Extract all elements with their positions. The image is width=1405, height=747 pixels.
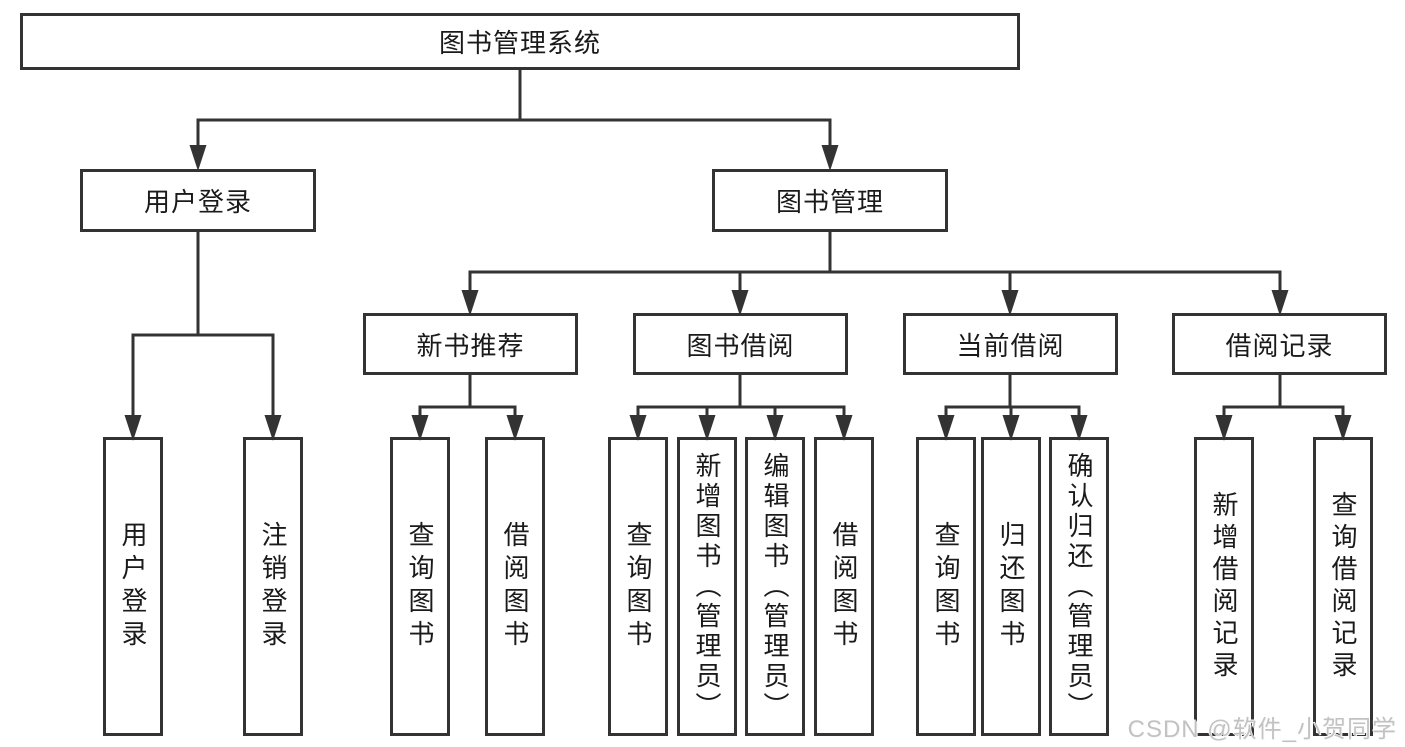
node-label: 编辑图书（管理员） xyxy=(760,451,790,722)
leaf-borrowing-query-books: 查询图书 xyxy=(608,437,668,736)
node-label: 用户登录 xyxy=(143,187,252,217)
node-label: 用户登录 xyxy=(118,520,148,653)
node-label: 图书管理 xyxy=(775,187,884,217)
leaf-edit-books-admin: 编辑图书（管理员） xyxy=(745,437,805,736)
leaf-add-books-admin: 新增图书（管理员） xyxy=(677,437,737,736)
node-user-login-branch: 用户登录 xyxy=(80,169,316,232)
node-borrowing-records: 借阅记录 xyxy=(1172,313,1387,375)
node-label: 查询图书 xyxy=(931,520,961,653)
node-label: 确认归还（管理员） xyxy=(1064,451,1094,722)
leaf-return-books: 归还图书 xyxy=(981,437,1041,736)
node-label: 注销登录 xyxy=(258,520,288,653)
node-current-borrowing: 当前借阅 xyxy=(903,313,1118,375)
leaf-confirm-return-admin: 确认归还（管理员） xyxy=(1049,437,1109,736)
leaf-query-borrow-record: 查询借阅记录 xyxy=(1313,437,1373,736)
node-label: 新书推荐 xyxy=(416,330,525,361)
node-label: 借阅图书 xyxy=(829,520,859,653)
leaf-user-login: 用户登录 xyxy=(103,437,163,736)
leaf-add-borrow-record: 新增借阅记录 xyxy=(1194,437,1254,736)
node-label: 新增图书（管理员） xyxy=(692,451,722,722)
node-label: 当前借阅 xyxy=(956,330,1065,361)
node-label: 图书借阅 xyxy=(686,330,795,361)
node-label: 借阅记录 xyxy=(1225,330,1334,361)
watermark: CSDN @软件_小贺同学 xyxy=(1127,716,1397,743)
node-book-borrowing: 图书借阅 xyxy=(633,313,848,375)
node-label: 查询图书 xyxy=(623,520,653,653)
leaf-logout: 注销登录 xyxy=(243,437,303,736)
node-library-management-system: 图书管理系统 xyxy=(20,13,1020,70)
node-book-management: 图书管理 xyxy=(712,169,948,232)
leaf-borrowing-borrow-books: 借阅图书 xyxy=(814,437,874,736)
leaf-current-query-books: 查询图书 xyxy=(916,437,976,736)
node-label: 图书管理系统 xyxy=(438,28,601,58)
leaf-recommend-borrow-books: 借阅图书 xyxy=(485,437,545,736)
node-label: 查询借阅记录 xyxy=(1328,490,1358,683)
node-label: 查询图书 xyxy=(405,520,435,653)
leaf-recommend-query-books: 查询图书 xyxy=(390,437,450,736)
node-new-book-recommend: 新书推荐 xyxy=(363,313,578,375)
node-label: 新增借阅记录 xyxy=(1209,490,1239,683)
node-label: 借阅图书 xyxy=(500,520,530,653)
node-label: 归还图书 xyxy=(996,520,1026,653)
